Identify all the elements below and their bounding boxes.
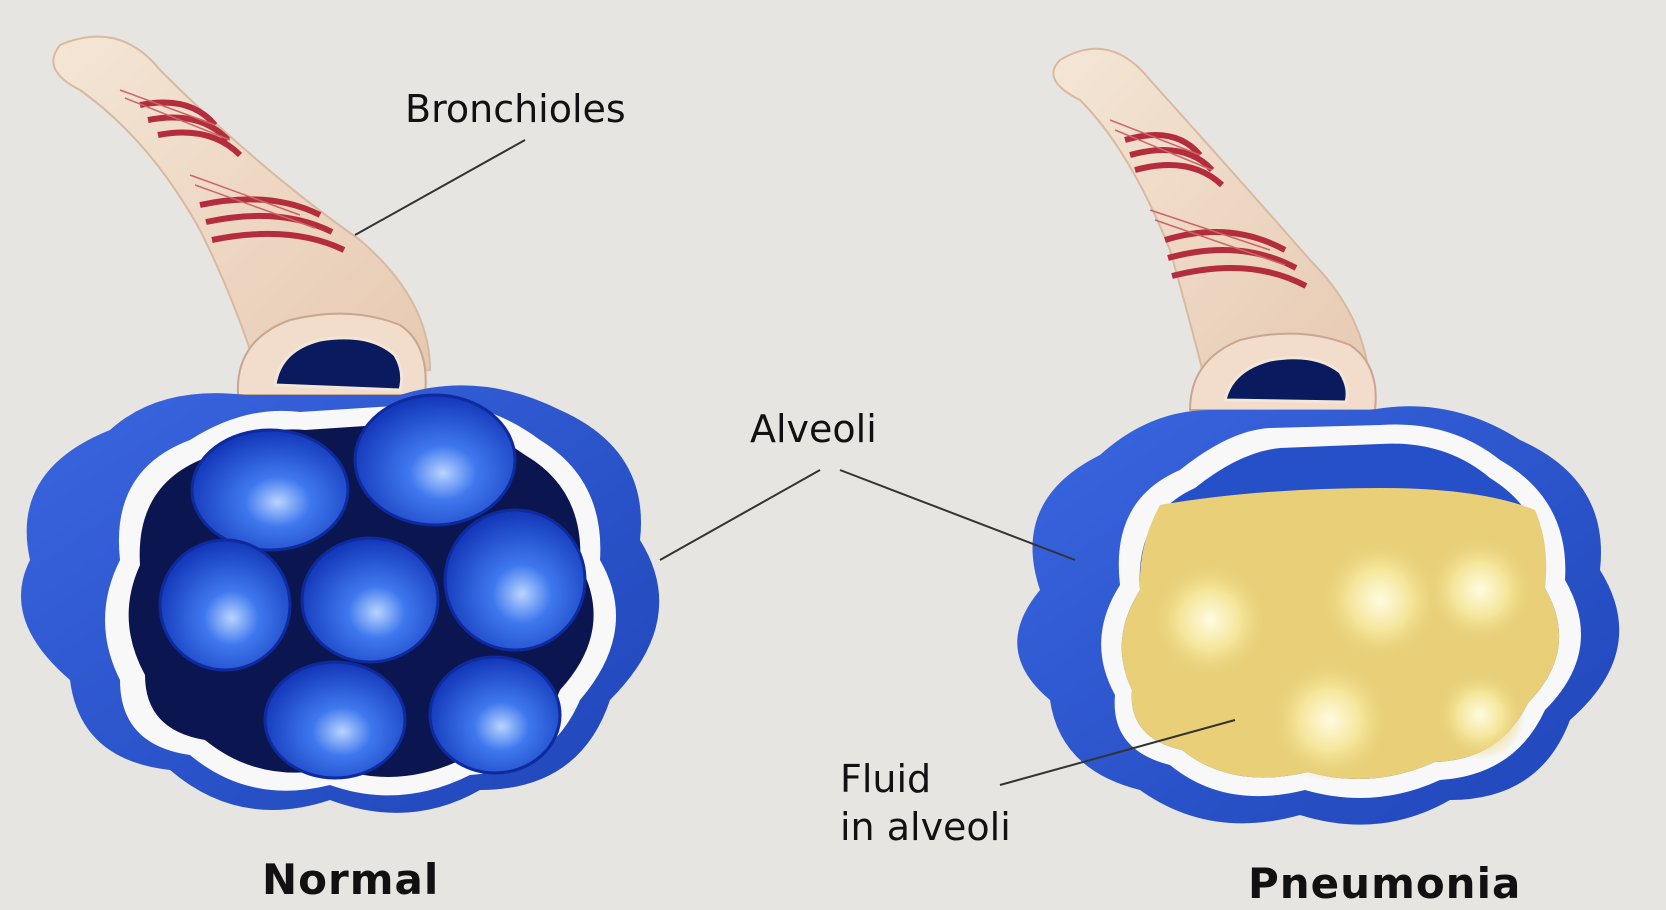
pneumonia-alveoli-cluster <box>1017 406 1619 824</box>
alveoli-leader-left <box>660 470 820 560</box>
label-pneumonia: Pneumonia <box>1248 862 1521 906</box>
normal-bronchiole <box>53 37 430 395</box>
label-fluid-line1: Fluid <box>840 760 931 800</box>
pneumonia-bronchiole <box>1053 49 1375 410</box>
label-alveoli: Alveoli <box>750 410 877 450</box>
normal-alveoli-cluster <box>21 385 659 812</box>
label-normal: Normal <box>262 858 439 902</box>
bronchioles-leader <box>355 140 525 235</box>
label-fluid-line2: in alveoli <box>840 808 1011 848</box>
label-bronchioles: Bronchioles <box>405 90 626 130</box>
